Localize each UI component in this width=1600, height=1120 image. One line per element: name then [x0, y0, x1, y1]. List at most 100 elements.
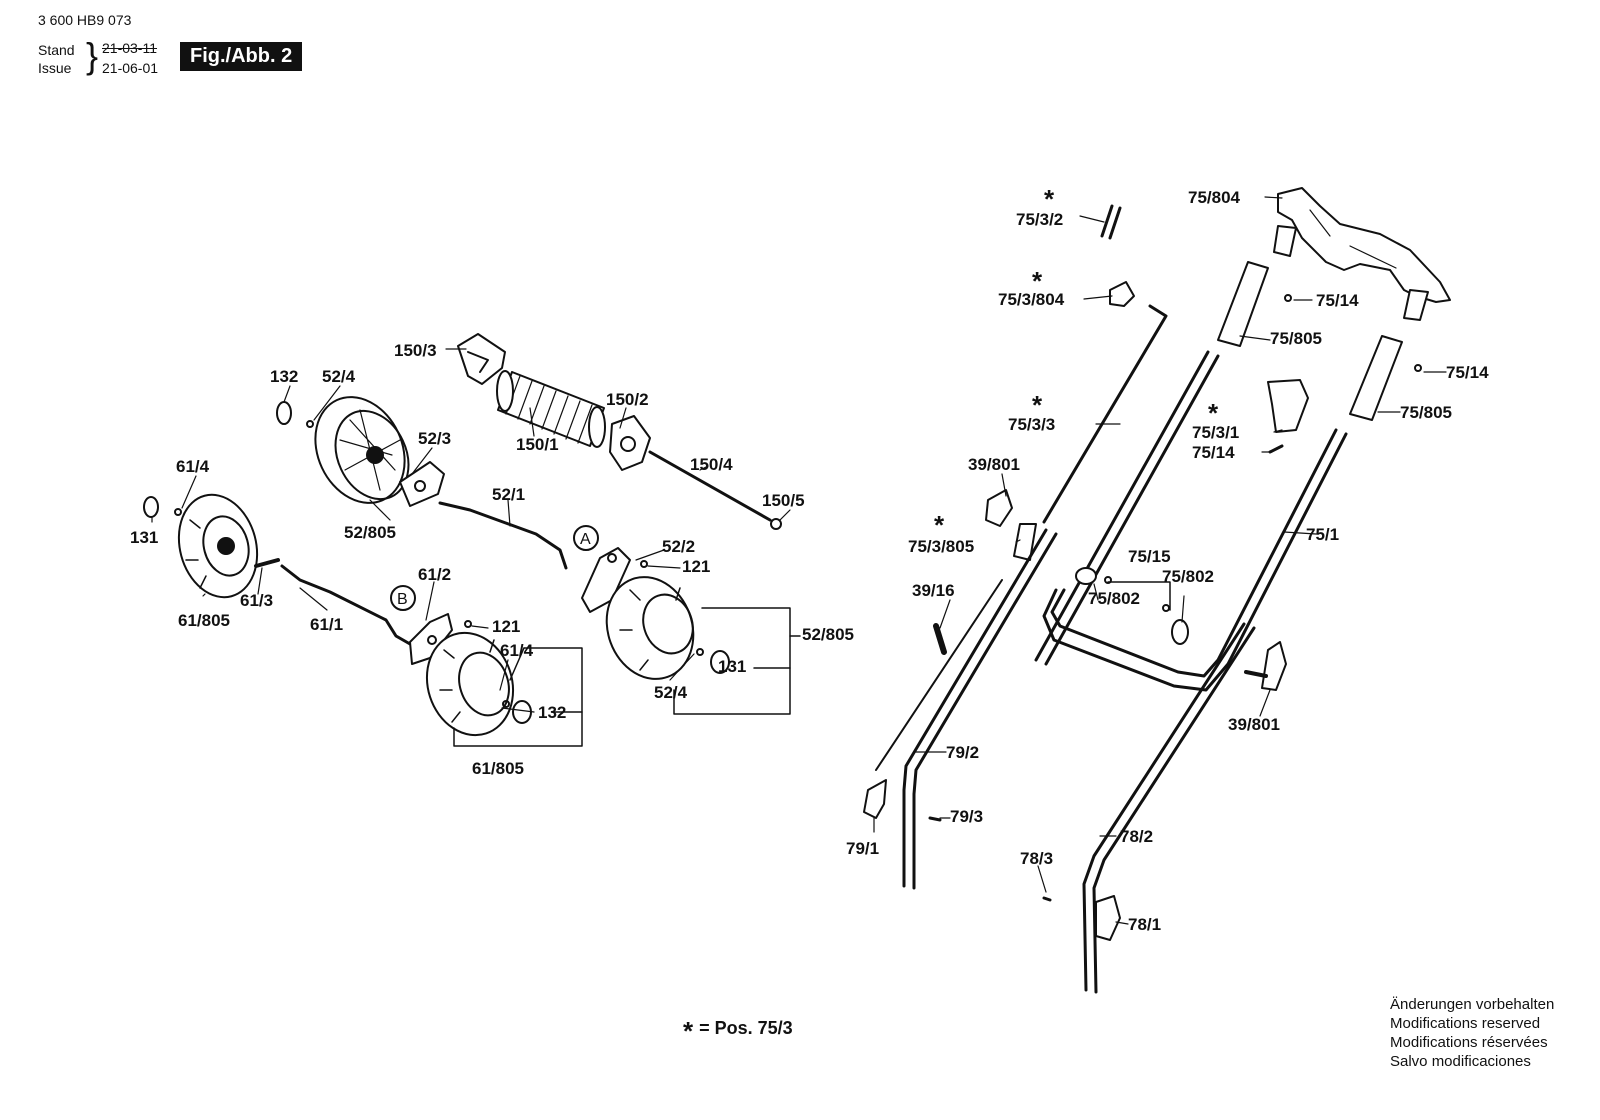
axle-cap-150-5 [770, 518, 782, 530]
tube-78-2 [1082, 622, 1246, 992]
label-61-4-bottom: 61/4 [500, 641, 534, 660]
label-61-805-bottom: 61/805 [472, 759, 524, 778]
label-121-a: 121 [682, 557, 710, 576]
label-75-802-a: 75/802 [1088, 589, 1140, 608]
label-75-14-b: 75/14 [1446, 363, 1489, 382]
knob-39-801-top [985, 489, 1013, 527]
label-79-3: 79/3 [950, 807, 983, 826]
part-75-3-804 [1109, 281, 1135, 307]
label-61-805-left: 61/805 [178, 611, 230, 630]
label-circle-a: A [580, 531, 591, 548]
circle-a [573, 525, 599, 551]
note-english: Modifications reserved [1390, 1015, 1541, 1032]
label-75-14-a: 75/14 [1316, 291, 1359, 310]
part-75-3-1 [1267, 379, 1309, 433]
label-132-top: 132 [270, 367, 298, 386]
label-150-5: 150/5 [762, 491, 805, 510]
hub-cap-132-bottom [512, 700, 532, 724]
label-61-2: 61/2 [418, 565, 451, 584]
label-61-3: 61/3 [240, 591, 273, 610]
footnote-asterisk: * [683, 1016, 694, 1046]
circle-b [390, 585, 416, 611]
note-german: Änderungen vorbehalten [1390, 996, 1555, 1013]
clamp-79-1 [863, 779, 887, 819]
grip-75-805-b [1349, 335, 1403, 421]
label-79-1: 79/1 [846, 839, 879, 858]
label-75-3-3: 75/3/3 [1008, 415, 1055, 434]
label-78-3: 78/3 [1020, 849, 1053, 868]
label-150-3: 150/3 [394, 341, 437, 360]
handle-top-75-804 [1273, 187, 1451, 321]
label-52-3: 52/3 [418, 429, 451, 448]
stand-label: Stand [38, 42, 75, 58]
label-39-801-top: 39/801 [968, 455, 1020, 474]
asterisk-75-3-2: * [1044, 184, 1055, 214]
lever-rod-52-1 [438, 501, 568, 570]
label-75-802-b: 75/802 [1162, 567, 1214, 586]
knob-75-802-b [1171, 619, 1189, 645]
footnote-text: = Pos. 75/3 [699, 1018, 793, 1038]
wheel-61-805-bottom [425, 631, 515, 737]
wheel-61-805-left [177, 493, 259, 599]
label-150-1: 150/1 [516, 435, 559, 454]
lever-rod-61-1 [280, 564, 412, 646]
hub-cap-131-left [143, 496, 159, 518]
bracket-52-3 [399, 461, 445, 507]
label-75-804: 75/804 [1188, 188, 1241, 207]
pin-39-16 [933, 623, 947, 655]
issue-label: Issue [38, 60, 72, 76]
tube-79-2 [902, 528, 1048, 888]
asterisk-75-3-1: * [1208, 398, 1219, 428]
tube-75-1 [1050, 428, 1338, 678]
asterisk-75-3-3: * [1032, 390, 1043, 420]
asterisk-75-3-805: * [934, 510, 945, 540]
knob-39-801-bottom [1261, 641, 1287, 691]
grip-75-805-a [1217, 261, 1269, 347]
label-150-4: 150/4 [690, 455, 733, 474]
label-75-3-2: 75/3/2 [1016, 210, 1063, 229]
label-75-805-b: 75/805 [1400, 403, 1452, 422]
label-39-801-bottom: 39/801 [1228, 715, 1280, 734]
label-39-16: 39/16 [912, 581, 955, 600]
label-150-2: 150/2 [606, 390, 649, 409]
roller-bracket-150-3 [457, 333, 506, 385]
brace-glyph: } [86, 35, 99, 76]
roller-bracket-150-2 [609, 415, 651, 471]
label-132-bottom: 132 [538, 703, 566, 722]
label-79-2: 79/2 [946, 743, 979, 762]
cable-75-3-3 [1042, 304, 1168, 524]
label-78-1: 78/1 [1128, 915, 1161, 934]
label-52-4-bottom: 52/4 [654, 683, 688, 702]
label-52-805-right: 52/805 [802, 625, 854, 644]
axle-150-4 [648, 450, 772, 522]
pin-61-3 [254, 558, 280, 568]
roller-150-1 [496, 370, 606, 448]
label-131-left: 131 [130, 528, 158, 547]
label-circle-b: B [397, 591, 408, 608]
footnote: *= Pos. 75/3 [683, 1016, 793, 1047]
label-75-3-1: 75/3/1 [1192, 423, 1239, 442]
wheel-52-805-right [605, 576, 695, 680]
label-75-1: 75/1 [1306, 525, 1339, 544]
part-75-3-2 [1100, 204, 1122, 240]
clamp-78-1 [1095, 895, 1121, 941]
wheel-52-805-left [314, 396, 410, 504]
label-75-805-a: 75/805 [1270, 329, 1322, 348]
label-78-2: 78/2 [1120, 827, 1153, 846]
part-75-3-805 [1013, 523, 1037, 561]
issue-date: 21-06-01 [102, 60, 159, 76]
stand-date: 21-03-11 [102, 40, 158, 56]
bracket-61-2 [409, 613, 453, 665]
label-131-right: 131 [718, 657, 746, 676]
note-spanish: Salvo modificaciones [1390, 1053, 1531, 1070]
label-61-1: 61/1 [310, 615, 343, 634]
asterisk-75-3-804: * [1032, 266, 1043, 296]
label-61-4-top: 61/4 [176, 457, 210, 476]
hub-cap-131-right [710, 650, 730, 674]
label-75-15: 75/15 [1128, 547, 1171, 566]
label-121-b: 121 [492, 617, 520, 636]
label-75-14-c: 75/14 [1192, 443, 1235, 462]
modifications-notice: Änderungen vorbehalten Modifications res… [1390, 995, 1554, 1071]
label-75-3-805: 75/3/805 [908, 537, 974, 556]
